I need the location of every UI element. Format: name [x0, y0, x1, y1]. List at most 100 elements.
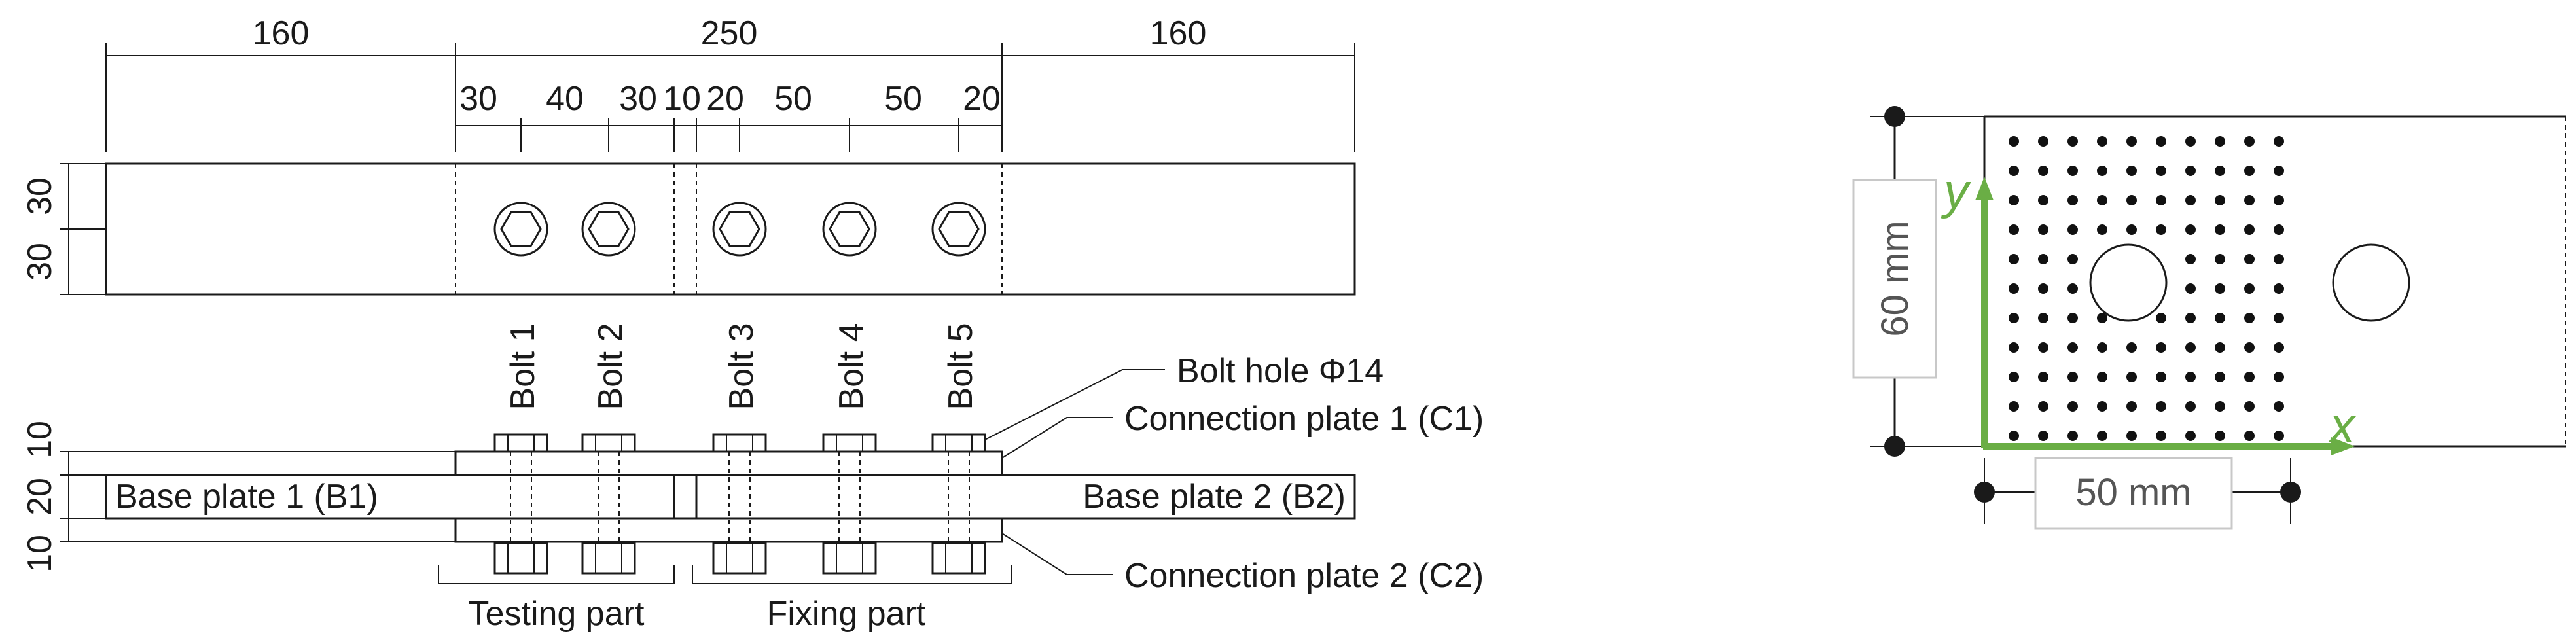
measurement-point [2067, 431, 2078, 441]
measurement-point [2244, 372, 2255, 382]
bolt-head [581, 433, 636, 453]
measurement-point [2215, 195, 2225, 205]
measurement-point [2274, 431, 2284, 441]
measurement-point [2156, 195, 2166, 205]
measurement-point [2126, 166, 2137, 176]
bolt-head [931, 433, 986, 453]
measurement-point [2244, 283, 2255, 294]
measurement-point [2009, 342, 2019, 353]
bolt-1-section [493, 433, 548, 575]
measurement-point [2126, 195, 2137, 205]
bolt-nut [493, 542, 548, 575]
bolt-hole-label: Bolt hole Φ14 [1177, 352, 1384, 390]
bolt-hole-circle [931, 202, 986, 257]
dim-thickness-10b: 10 [21, 535, 59, 573]
measurement-point [2156, 136, 2166, 147]
measurement-point [2244, 195, 2255, 205]
height-label-box [1852, 179, 1937, 379]
measurement-point [2097, 313, 2107, 323]
measurement-point [2097, 401, 2107, 412]
measurement-point [2126, 136, 2137, 147]
dim-middle-250: 250 [701, 14, 758, 52]
fixing-part-label: Fixing part [767, 595, 926, 633]
measurement-point [2244, 136, 2255, 147]
measurement-point [2215, 431, 2225, 441]
measurement-point [2215, 401, 2225, 412]
measurement-point [2038, 166, 2048, 176]
measurement-point [2009, 136, 2019, 147]
measurement-point [2067, 401, 2078, 412]
measurement-point [2156, 224, 2166, 235]
bolt-1-plan [493, 202, 548, 257]
measurement-point [2274, 224, 2284, 235]
fixing-part-bracket [692, 565, 1012, 584]
bolt-hole-2 [2332, 243, 2410, 322]
dim-left-160: 160 [253, 14, 310, 52]
measurement-point [2038, 431, 2048, 441]
bolt-5-section [931, 433, 986, 575]
measurement-point [2097, 166, 2107, 176]
base-plate-2-label: Base plate 2 (B2) [1082, 478, 1346, 516]
measurement-point [2244, 431, 2255, 441]
connection-plate-2 [454, 517, 1003, 543]
base-plate-1 [105, 474, 675, 520]
bolt-4-plan [822, 202, 877, 257]
measurement-point [2067, 313, 2078, 323]
base-plate-1-label: Base plate 1 (B1) [115, 478, 378, 516]
bolt-nut [822, 542, 877, 575]
dim-40: 40 [546, 80, 584, 118]
measurement-point [2009, 283, 2019, 294]
bolt-1-label: Bolt 1 [504, 323, 542, 410]
measurement-point [2009, 224, 2019, 235]
measurement-point [2009, 254, 2019, 264]
measurement-point [2067, 342, 2078, 353]
measurement-point [2067, 166, 2078, 176]
bolt-3-label: Bolt 3 [723, 323, 760, 410]
measurement-point [2156, 166, 2166, 176]
measurement-point [2244, 342, 2255, 353]
connection-plate-2-leader [1001, 533, 1113, 575]
top-view: 160 250 160 30 40 30 10 20 50 50 20 [21, 14, 1356, 296]
dim-height-30a: 30 [21, 177, 59, 215]
detail-view: 60 mm 50 mm x y [1852, 106, 2566, 530]
measurement-point [2038, 372, 2048, 382]
measurement-point [2274, 166, 2284, 176]
testing-part-bracket [438, 565, 675, 584]
bolt-hole-circle [493, 202, 548, 257]
measurement-point [2038, 283, 2048, 294]
dimension-endpoint [2280, 482, 2301, 503]
measurement-point [2009, 313, 2019, 323]
measurement-point [2185, 136, 2196, 147]
measurement-point [2274, 283, 2284, 294]
bolt-3-plan [712, 202, 767, 257]
measurement-point [2097, 195, 2107, 205]
measurement-point [2097, 342, 2107, 353]
bolt-5-plan [931, 202, 986, 257]
height-label: 60 mm [1874, 221, 1916, 336]
dim-20b: 20 [963, 80, 1001, 118]
bolt-4-label: Bolt 4 [832, 323, 870, 410]
measurement-point [2009, 195, 2019, 205]
bolt-nut [581, 542, 636, 575]
measurement-point [2215, 166, 2225, 176]
measurement-point [2215, 372, 2225, 382]
bolt-nut [712, 542, 767, 575]
measurement-point [2009, 372, 2019, 382]
measurement-point [2185, 283, 2196, 294]
measurement-point [2126, 342, 2137, 353]
measurement-point [2156, 313, 2166, 323]
measurement-point [2274, 313, 2284, 323]
bolt-3-section [712, 433, 767, 575]
measurement-point [2185, 342, 2196, 353]
dim-30a: 30 [459, 80, 497, 118]
dim-10: 10 [663, 80, 701, 118]
x-axis-arrow [2331, 437, 2355, 455]
bolt-2-plan [581, 202, 636, 257]
measurement-point [2097, 224, 2107, 235]
dim-50a: 50 [774, 80, 812, 118]
measurement-point [2067, 136, 2078, 147]
measurement-point [2126, 224, 2137, 235]
measurement-point [2274, 401, 2284, 412]
bolt-head-hexagon [719, 211, 760, 247]
